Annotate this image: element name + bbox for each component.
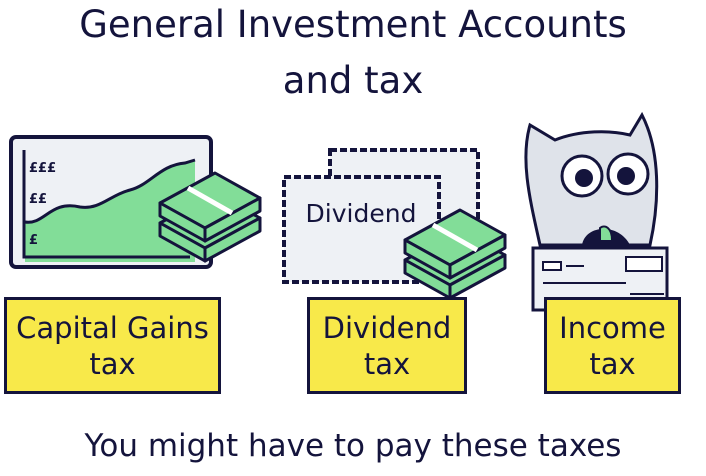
stamp-label: Dividend <box>306 199 417 228</box>
income-tax-box: Income tax <box>544 297 681 394</box>
footer-caption: You might have to pay these taxes <box>84 428 622 464</box>
box-line-2: tax <box>89 347 136 381</box>
box-line-1: Capital Gains <box>16 311 209 345</box>
growth-chart-icon: £££ ££ £ <box>9 135 260 269</box>
box-line-2: tax <box>363 347 411 381</box>
dividend-stamp-icon: Dividend <box>282 148 505 298</box>
box-line-1: Dividend <box>322 311 452 345</box>
box-line-2: tax <box>589 347 636 381</box>
page-title: General Investment Accounts and tax <box>0 3 706 103</box>
chart-label-high: £££ <box>29 161 56 176</box>
title-line-1: General Investment Accounts <box>79 3 627 46</box>
box-line-1: Income <box>559 311 666 345</box>
title-line-2: and tax <box>282 59 424 102</box>
chart-label-low: £ <box>29 233 38 248</box>
monster-with-cheque-icon <box>524 111 669 312</box>
chart-label-mid: ££ <box>29 192 47 207</box>
capital-gains-tax-box: Capital Gains tax <box>4 297 221 394</box>
dividend-tax-box: Dividend tax <box>307 297 467 394</box>
